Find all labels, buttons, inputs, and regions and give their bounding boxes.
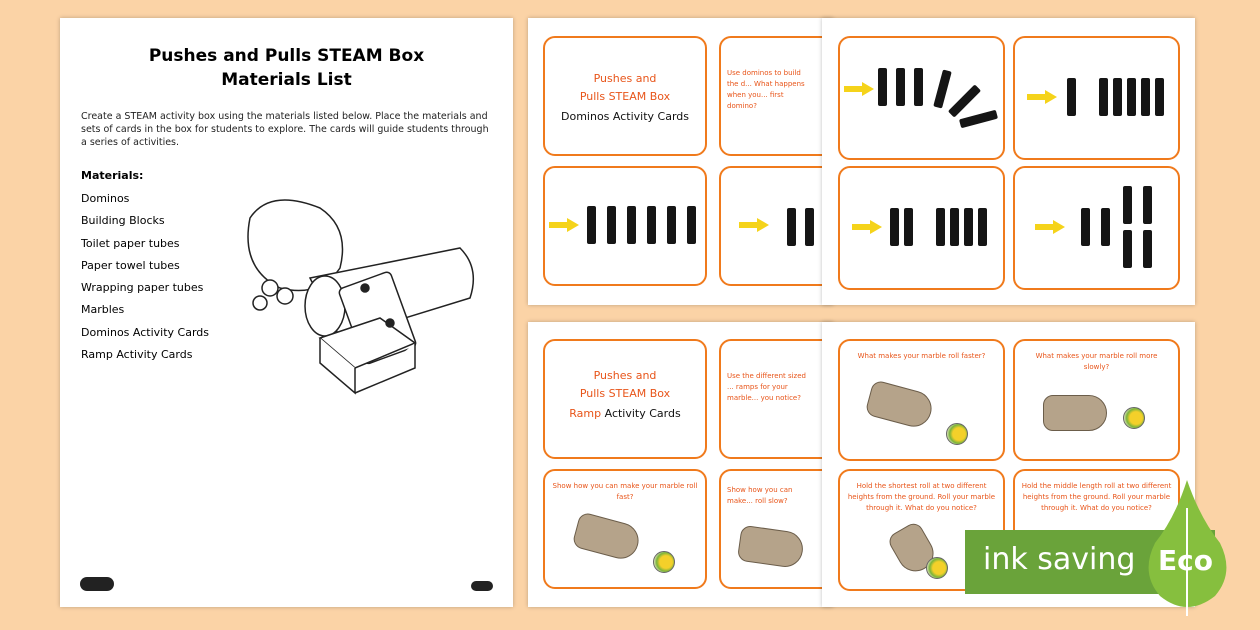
materials-list-sheet: Pushes and Pulls STEAM Box Materials Lis…: [60, 18, 513, 607]
materials-heading: Materials:: [81, 169, 144, 182]
dominos-card-gap: [719, 166, 833, 286]
dominos-title-card: Pushes and Pulls STEAM Box Dominos Activ…: [543, 36, 707, 156]
materials-list: Dominos Building Blocks Toilet paper tub…: [81, 188, 513, 366]
ramp-slow-card: Show how you can make... roll slow?: [719, 469, 833, 589]
twinkl-logo: [80, 577, 114, 591]
dominos-pairs-card: [838, 166, 1005, 290]
ramp-cover-sheet: Pushes and Pulls STEAM Box Ramp Activity…: [528, 322, 833, 607]
paper-tube: [571, 511, 643, 563]
intro-text: Create a STEAM activity box using the ma…: [81, 111, 489, 148]
marble: [653, 551, 675, 573]
materials-illustration: [247, 199, 475, 395]
dominos-pictures-sheet: [822, 18, 1195, 305]
dominos-single-card: [1013, 36, 1180, 160]
paper-tube: [1043, 395, 1107, 431]
material-item: Ramp Activity Cards: [81, 348, 193, 362]
dominos-card-row: [543, 166, 707, 286]
paper-tube: [736, 524, 806, 570]
material-item: Wrapping paper tubes: [81, 281, 204, 295]
twinkl-logo-small: [471, 581, 493, 591]
ramp-fast-card: Show how you can make your marble roll f…: [543, 469, 707, 589]
ramp-question-card: Use the different sized ... ramps for yo…: [719, 339, 833, 459]
arrow-icon: [739, 218, 769, 232]
material-item: Toilet paper tubes: [81, 236, 180, 250]
arrow-icon: [1027, 90, 1057, 104]
ramp-title-card: Pushes and Pulls STEAM Box Ramp Activity…: [543, 339, 707, 459]
arrow-icon: [852, 220, 882, 234]
arrow-icon: [549, 218, 579, 232]
dominos-cover-sheet: Pushes and Pulls STEAM Box Dominos Activ…: [528, 18, 833, 305]
marble: [926, 557, 948, 579]
paper-tube: [864, 379, 936, 431]
material-item: Dominos Activity Cards: [81, 325, 209, 339]
material-item: Marbles: [81, 303, 125, 317]
ramp-faster-card: What makes your marble roll faster?: [838, 339, 1005, 461]
dominos-stack-card: [1013, 166, 1180, 290]
material-item: Building Blocks: [81, 214, 165, 228]
eco-label: Eco: [1158, 544, 1213, 577]
marble: [1123, 407, 1145, 429]
material-item: Dominos: [81, 192, 130, 205]
ramp-slower-card: What makes your marble roll more slowly?: [1013, 339, 1180, 461]
arrow-icon: [844, 82, 874, 96]
material-item: Paper towel tubes: [81, 258, 180, 272]
arrow-icon: [1035, 220, 1065, 234]
dominos-question-card: Use dominos to build the d... What happe…: [719, 36, 833, 156]
dominos-falling-card: [838, 36, 1005, 160]
ink-saving-label: ink saving: [983, 542, 1136, 577]
marble: [946, 423, 968, 445]
eco-leaf-icon: [1148, 480, 1227, 616]
sheet-title: Pushes and Pulls STEAM Box Materials Lis…: [148, 46, 425, 90]
